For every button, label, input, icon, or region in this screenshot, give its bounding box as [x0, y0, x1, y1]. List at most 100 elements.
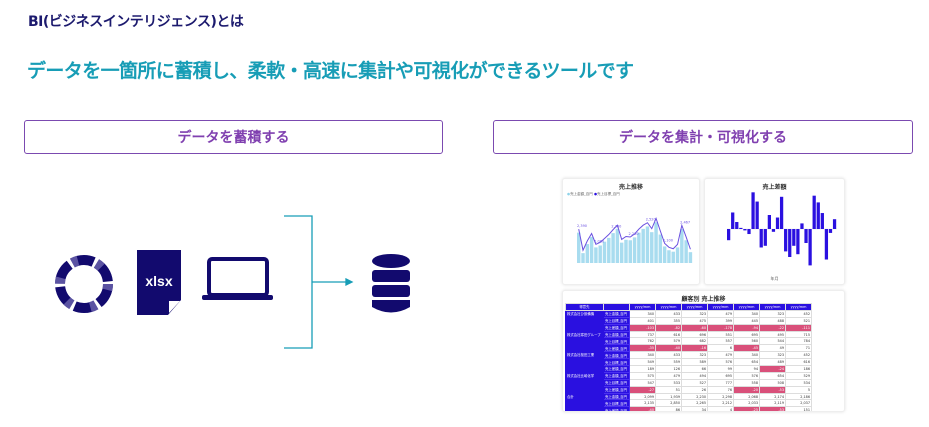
bar-chart-bar: [816, 202, 820, 229]
table-cell: 49: [759, 344, 786, 353]
row-label: 売上金額_百円: [603, 330, 630, 339]
line-chart-bar: [611, 233, 615, 263]
table-cell: 479: [707, 351, 734, 360]
table-cell: -60: [681, 323, 708, 332]
line-chart-bar: [654, 222, 658, 263]
table-cell: -53: [759, 406, 786, 411]
table-cell: 2,174: [759, 392, 786, 401]
line-data-label: 2,080: [594, 239, 604, 243]
table-cell: 4: [707, 406, 734, 411]
legend-target: 売上目標_百円: [597, 192, 620, 196]
bar-chart-bar: [743, 229, 747, 231]
table-cell: 452: [785, 309, 812, 318]
column-header: yyyy/mm: [655, 303, 682, 311]
bar-chart-bar: [771, 229, 776, 232]
column-header: yyyy/mm: [629, 303, 656, 311]
line-chart-bar: [589, 236, 594, 263]
table-cell: -20: [733, 385, 760, 394]
line-chart-bar: [637, 232, 641, 263]
column-header: yyyy/mm: [759, 303, 786, 311]
column-header: yyyy/mm: [681, 303, 708, 311]
row-label: 売上金額_百円: [603, 392, 630, 401]
bar-chart-bar: [727, 229, 731, 241]
bar-chart-title: 売上差額: [762, 184, 787, 191]
table-cell: 696: [681, 330, 708, 339]
bar-chart: [727, 192, 837, 266]
bar-chart-bar: [820, 213, 824, 229]
table-cell: 589: [681, 358, 708, 367]
table-cell: 559: [655, 358, 682, 367]
table-cell: 76: [707, 385, 734, 394]
table-cell: -40: [655, 344, 682, 353]
table-cell: 521: [785, 316, 812, 325]
bar-chart-bar: [739, 227, 743, 229]
table-cell: 575: [629, 371, 656, 380]
table-cell: 654: [733, 358, 760, 367]
line-chart-bar: [641, 228, 645, 263]
table-cell: 452: [785, 351, 812, 360]
line-data-label: 2,100: [663, 238, 673, 242]
customer-name: 株式会社ひ設備機: [565, 309, 604, 332]
table-cell: 475: [681, 316, 708, 325]
table-cell: 189: [629, 365, 656, 373]
table-cell: 784: [785, 337, 812, 346]
bar-chart-bar: [824, 229, 829, 260]
table-cell: -24: [759, 365, 786, 373]
table-cell: 86: [655, 406, 682, 411]
table-cell: -27: [629, 385, 656, 394]
line-chart-bar: [602, 241, 607, 263]
bar-chart-bar: [792, 229, 796, 246]
table-cell: 99: [707, 365, 734, 373]
table-cell: 695: [707, 371, 734, 380]
table-cell: 71: [785, 344, 812, 353]
table-cell: 557: [707, 337, 734, 346]
table-cell: 2,850: [655, 399, 682, 408]
table-cell: 549: [629, 358, 656, 367]
row-label: 売上目標_百円: [603, 316, 630, 325]
table-cell: 508: [759, 378, 786, 387]
row-label: 売上金額_百円: [603, 309, 630, 318]
table-cell: 2,068: [733, 392, 760, 401]
visualize-data-label: データを集計・可視化する: [493, 120, 913, 154]
line-chart-bar: [581, 253, 585, 263]
store-data-label: データを蓄積する: [24, 120, 443, 154]
table-cell: 576: [707, 358, 734, 367]
bar-chart-bar: [788, 229, 792, 257]
customer-name: 株式会社寒田グループ: [565, 330, 604, 353]
line-chart-bar: [632, 237, 637, 263]
table-cell: 579: [655, 337, 682, 346]
bar-chart-bar: [763, 229, 767, 246]
table-cell: 433: [655, 309, 682, 318]
table-cell: 340: [629, 309, 656, 318]
table-cell: 495: [759, 330, 786, 339]
table-cell: 5: [785, 385, 812, 394]
line-chart-bar: [607, 237, 611, 263]
table-cell: 2,186: [785, 392, 812, 401]
table-cell: 544: [759, 337, 786, 346]
row-label: 売上差額_百円: [603, 385, 630, 394]
table-cell: -45: [733, 344, 760, 353]
table-cell: -94: [733, 323, 760, 332]
table-cell: 2,033: [733, 399, 760, 408]
table-cell: 2,037: [785, 399, 812, 408]
line-chart-bar: [658, 234, 663, 263]
bar-chart-bar: [767, 215, 771, 229]
table-cell: 6: [707, 344, 734, 353]
bar-chart-bar: [832, 219, 837, 229]
line-chart-series: [578, 216, 691, 252]
row-label: 売上目標_百円: [603, 358, 630, 367]
xlsx-label: xlsx: [145, 273, 172, 289]
table-cell: 323: [759, 351, 786, 360]
table-cell: -25: [733, 406, 760, 411]
table-cell: 433: [655, 351, 682, 360]
table-cell: 2,230: [681, 392, 708, 401]
table-cell: 534: [785, 378, 812, 387]
